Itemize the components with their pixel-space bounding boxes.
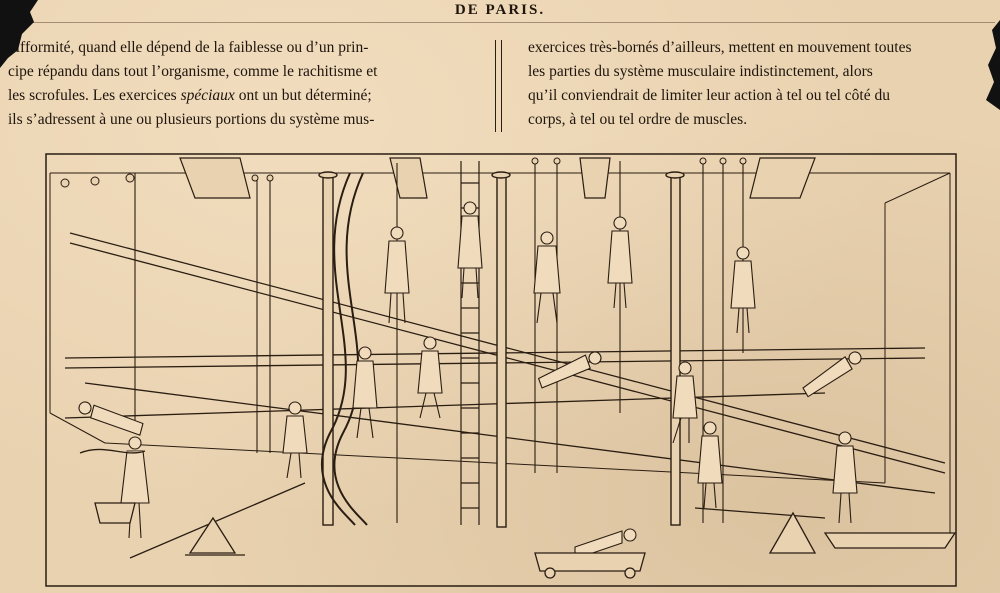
column-separator: [495, 40, 496, 132]
torn-edge: [986, 20, 1000, 110]
diagonal-beams: [64, 232, 946, 494]
climbing-figures: [120, 201, 858, 539]
ceiling-beams: [179, 157, 816, 199]
text-line: les parties du système musculaire indist…: [528, 63, 873, 80]
text-column-left: difformité, quand elle dépend de la faib…: [8, 36, 488, 132]
column-separator: [501, 40, 502, 132]
reclining-figures: [78, 351, 862, 560]
text-line: qu’il conviendrait de limiter leur actio…: [528, 87, 890, 104]
spiral-ladder: [320, 172, 356, 526]
text-line: ils s’adressent à une ou plusieurs porti…: [8, 111, 375, 128]
gymnasium-engraving: [45, 153, 957, 588]
text-line: cipe répandu dans tout l’organisme, comm…: [8, 63, 378, 80]
text-line: corps, à tel ou tel ordre de muscles.: [528, 111, 748, 128]
text-column-right: exercices très-bornés d’ailleurs, metten…: [528, 36, 998, 132]
poles: [318, 171, 685, 528]
text-line: exercices très-bornés d’ailleurs, metten…: [528, 39, 912, 56]
illustration-frame: [45, 153, 957, 587]
pulleys: [60, 157, 747, 188]
hanging-ropes: [134, 161, 744, 523]
page-header: DE PARIS.: [454, 2, 546, 18]
apparatus: [79, 448, 957, 579]
torn-corner: [0, 0, 38, 68]
engraving-svg: [45, 153, 957, 587]
italic-word: spéciaux: [180, 87, 235, 104]
text-line: difformité, quand elle dépend de la faib…: [8, 39, 369, 56]
text-line: les scrofules. Les exercices spéciaux on…: [8, 84, 488, 108]
text-run: les scrofules. Les exercices: [8, 87, 181, 104]
header-rule: [10, 22, 995, 23]
text-run: ont un but déterminé;: [234, 87, 372, 104]
